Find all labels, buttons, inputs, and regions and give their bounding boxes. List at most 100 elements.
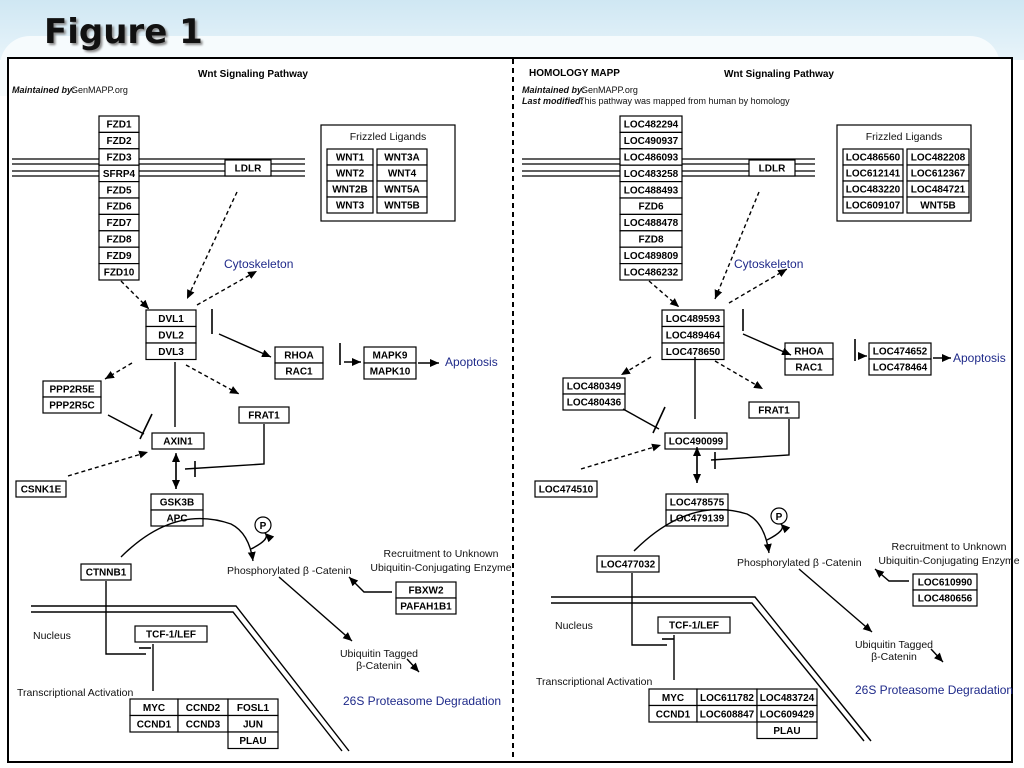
gene-label: MAPK9 <box>372 351 407 362</box>
gene-label: PPP2R5E <box>49 385 94 396</box>
gene-label: LOC478464 <box>873 363 928 374</box>
gene-box <box>227 731 279 750</box>
gene-box <box>912 589 978 607</box>
gene-label: FZD5 <box>107 185 132 196</box>
gene-label: WNT4 <box>388 169 417 180</box>
connector <box>218 333 272 358</box>
phosphate-circle <box>770 507 788 525</box>
gene-label: LOC474652 <box>873 347 928 358</box>
gene-label: LOC490099 <box>669 437 724 448</box>
gene-label: LOC488478 <box>624 218 679 229</box>
connector <box>105 581 146 655</box>
connector <box>250 532 275 550</box>
ubiquitin-label-2: β-Catenin <box>871 651 917 663</box>
gene-box <box>395 597 457 615</box>
gene-label: SFRP4 <box>103 169 136 180</box>
gene-box <box>534 480 598 498</box>
gene-label: LOC483258 <box>624 169 679 180</box>
connector <box>104 362 133 380</box>
gene-label: LOC490937 <box>624 136 679 147</box>
gene-label: WNT5A <box>384 185 420 196</box>
connector <box>710 419 790 461</box>
gene-label: DVL3 <box>158 347 184 358</box>
gene-label: TCF-1/LEF <box>146 630 196 641</box>
connector <box>622 408 660 430</box>
transcription-label: Transcriptional Activation <box>17 687 133 699</box>
gene-box <box>151 432 205 450</box>
gene-label: AXIN1 <box>163 437 193 448</box>
maintained-value: GenMAPP.org <box>71 85 128 95</box>
gene-label: LOC609429 <box>760 709 815 720</box>
gene-label: PLAU <box>773 726 800 737</box>
gene-label: CCND1 <box>656 709 691 720</box>
gene-label: LOC478650 <box>666 347 721 358</box>
gene-box <box>748 159 796 177</box>
gene-label: LOC480349 <box>567 382 622 393</box>
gene-label: FOSL1 <box>237 703 270 714</box>
gene-box <box>619 263 683 281</box>
gene-label: FZD3 <box>107 153 132 164</box>
gene-label: PPP2R5C <box>49 401 95 412</box>
gene-label: LOC610990 <box>918 578 973 589</box>
gene-box <box>42 396 102 414</box>
gene-label: CCND1 <box>137 719 172 730</box>
gene-label: LOC488493 <box>624 185 679 196</box>
gene-box <box>134 625 208 643</box>
connector <box>874 568 909 582</box>
gene-label: LOC611782 <box>700 693 754 704</box>
gene-box <box>274 362 324 380</box>
modified-label: Last modified: <box>522 96 584 106</box>
homology-label: HOMOLOGY MAPP <box>529 68 620 79</box>
gene-box <box>145 342 197 361</box>
gene-box <box>906 196 970 214</box>
gene-label: FBXW2 <box>409 586 444 597</box>
proteasome-label: 26S Proteasome Degradation <box>855 683 1013 697</box>
gene-label: LOC612367 <box>911 169 966 180</box>
gene-label: LOC477032 <box>601 560 656 571</box>
cytoskeleton-label: Cytoskeleton <box>734 257 803 271</box>
connector <box>186 191 238 300</box>
gene-box <box>15 480 67 498</box>
gene-label: PAFAH1B1 <box>400 602 452 613</box>
gene-label: WNT2 <box>336 169 365 180</box>
figure-title: Figure 1 <box>44 12 203 52</box>
gene-label: JUN <box>243 719 263 730</box>
gene-label: FRAT1 <box>758 406 790 417</box>
connector <box>107 414 145 435</box>
phospho-label: Phosphorylated β -Catenin <box>227 565 352 577</box>
gene-label: LOC486232 <box>624 267 679 278</box>
connector <box>728 268 788 304</box>
gene-label: WNT2B <box>332 185 368 196</box>
nuclear-membrane <box>551 602 865 742</box>
gene-label: LOC612141 <box>846 169 901 180</box>
connector <box>742 333 792 356</box>
phosphate-label: P <box>776 512 783 523</box>
gene-label: CCND3 <box>186 719 221 730</box>
gene-label: FZD6 <box>639 202 664 213</box>
gene-label: LDLR <box>235 164 262 175</box>
connector <box>633 508 772 554</box>
recruit-label-1: Recruitment to Unknown <box>892 541 1007 553</box>
phosphate-label: P <box>260 521 267 532</box>
nuclear-membrane <box>31 605 350 752</box>
gene-label: LOC479139 <box>670 514 725 525</box>
gene-box <box>224 159 272 177</box>
ubiquitin-label-2: β-Catenin <box>356 660 402 672</box>
connector <box>406 658 420 673</box>
gene-box <box>326 196 374 214</box>
gene-label: RHOA <box>794 347 823 358</box>
inhibit-bar <box>652 406 666 434</box>
gene-label: WNT5B <box>384 201 420 212</box>
gene-label: DVL2 <box>158 330 184 341</box>
apoptosis-label: Apoptosis <box>953 351 1006 365</box>
gene-label: WNT5B <box>920 201 956 212</box>
gene-label: FZD8 <box>107 235 132 246</box>
gene-label: LOC482208 <box>911 153 966 164</box>
gene-box <box>784 358 834 376</box>
gene-label: MYC <box>143 703 165 714</box>
ubiquitin-label-1: Ubiquitin Tagged <box>855 639 933 651</box>
gene-label: DVL1 <box>158 314 184 325</box>
ubiquitin-label-1: Ubiquitin Tagged <box>340 648 418 660</box>
